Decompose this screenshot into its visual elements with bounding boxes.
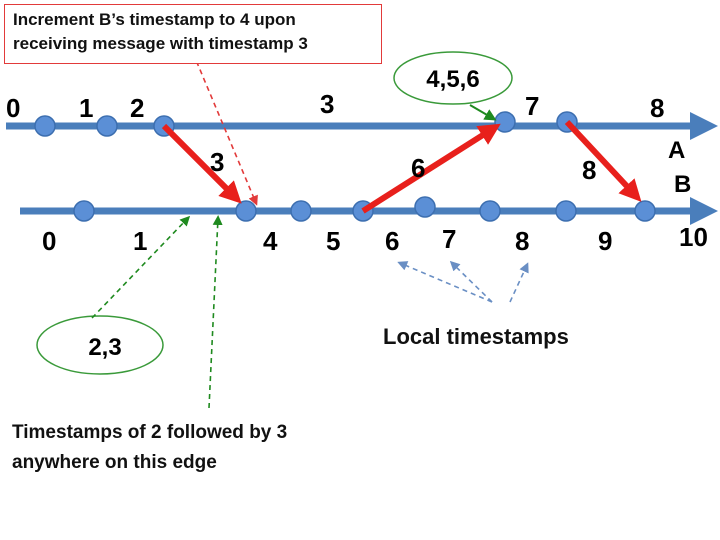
message-label-1: 3	[210, 147, 224, 177]
callout-top-line-1: Increment B’s timestamp to 4 upon	[13, 10, 296, 29]
timestamp-a-0: 0	[6, 93, 20, 123]
timestamp-a-1: 1	[79, 93, 93, 123]
bubble-b-text: 2,3	[88, 334, 121, 361]
event-b-7	[555, 200, 577, 222]
timestamp-b-0: 0	[42, 226, 56, 256]
timestamp-b-1: 1	[133, 226, 147, 256]
message-label-3: 8	[582, 155, 596, 185]
timestamp-b-6: 6	[385, 226, 399, 256]
timestamp-b-10: 10	[679, 222, 708, 252]
process-label-a: A	[668, 137, 685, 164]
event-b-5	[414, 196, 436, 218]
callout-bottom-line-1: Timestamps of 2 followed by 3	[12, 422, 288, 443]
local-pointer-2	[449, 260, 493, 303]
event-b-3	[290, 200, 312, 222]
message-arrow-3	[564, 119, 642, 202]
local-pointer-1	[397, 261, 493, 303]
message-arrow-2	[361, 123, 501, 214]
local-timestamps-label: Local timestamps	[383, 324, 569, 349]
event-a-2	[96, 115, 118, 137]
bubble-a-text: 4,5,6	[426, 66, 479, 93]
timeline-b-arrowhead	[690, 197, 718, 225]
bubble-b	[36, 315, 164, 375]
message-label-2: 6	[411, 153, 425, 183]
event-b-6	[479, 200, 501, 222]
event-a-1	[34, 115, 56, 137]
timestamp-a-7: 7	[525, 91, 539, 121]
event-b-2	[235, 200, 257, 222]
callout-bottom: Timestamps of 2 followed by 3 anywhere o…	[12, 418, 287, 478]
green-pointer-2	[208, 215, 223, 409]
timestamp-a-2: 2	[130, 93, 144, 123]
timestamp-a-3: 3	[320, 89, 334, 119]
event-b-1	[73, 200, 95, 222]
timestamp-b-5: 5	[326, 226, 340, 256]
callout-top-pointer	[192, 52, 258, 206]
bubble-a-pointer	[469, 104, 497, 121]
timestamp-a-8: 8	[650, 93, 664, 123]
event-a-4	[494, 111, 516, 133]
timeline-a-arrowhead	[690, 112, 718, 140]
timestamp-b-7: 7	[442, 224, 456, 254]
local-pointer-3	[509, 262, 529, 303]
timestamp-b-9: 9	[598, 226, 612, 256]
timestamp-b-4: 4	[263, 226, 278, 256]
process-label-b: B	[674, 171, 691, 198]
message-arrow-1	[161, 123, 242, 204]
bubble-a	[393, 51, 513, 105]
event-b-8	[634, 200, 656, 222]
callout-top-line-2: receiving message with timestamp 3	[13, 34, 308, 53]
timestamp-b-8: 8	[515, 226, 529, 256]
callout-top: Increment B’s timestamp to 4 upon receiv…	[4, 4, 382, 64]
callout-bottom-line-2: anywhere on this edge	[12, 452, 217, 473]
